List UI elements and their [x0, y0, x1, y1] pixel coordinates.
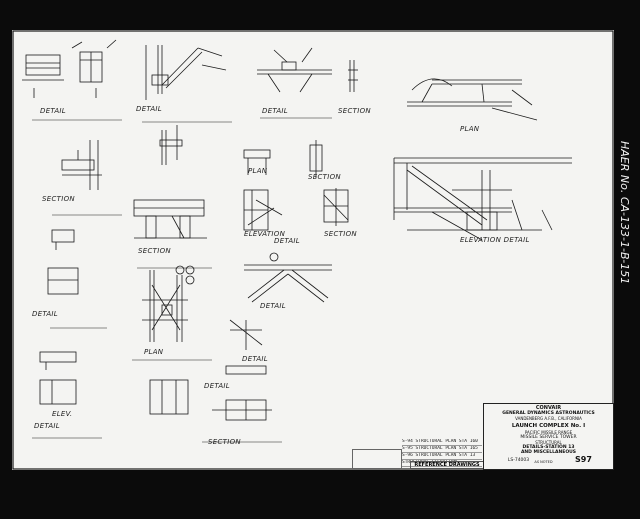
- detail-6-drawing: [229, 319, 263, 350]
- section-3-drawing: [133, 125, 207, 239]
- title-block: CONVAIR GENERAL DYNAMICS ASTRONAUTICS VA…: [483, 403, 614, 470]
- detail-2-label: DETAIL: [262, 107, 288, 115]
- project-title: LAUNCH COMPLEX No. I: [511, 423, 586, 429]
- section-b-label: SECTION: [338, 107, 371, 115]
- plan-3-label: PLAN: [144, 348, 164, 356]
- project-subtitle: PACIFIC MISSILE RANGE: [524, 430, 573, 435]
- elevation-1-drawing: [243, 149, 283, 231]
- drawing-title-1: DETAILS-STATION 13: [522, 445, 575, 450]
- company-name: GENERAL DYNAMICS ASTRONAUTICS: [502, 411, 595, 416]
- plan-3-drawing: [47, 229, 79, 295]
- detail-2-drawing: [257, 47, 332, 93]
- scale: AS NOTED: [534, 460, 553, 464]
- detail-8-label: DETAIL: [204, 382, 230, 390]
- plan-2-label: PLAN: [248, 167, 268, 175]
- detail-4-label: DETAIL: [32, 310, 58, 318]
- section-3-label: SECTION: [138, 247, 171, 255]
- detail-5-label: DETAIL: [260, 302, 286, 310]
- dimension-lines: [32, 117, 332, 443]
- drawing-linework: [12, 30, 614, 470]
- drawing-number: S97: [575, 455, 592, 464]
- detail-c-label: DETAIL: [274, 237, 300, 245]
- detail-a-label: DETAIL: [40, 107, 66, 115]
- drawing-title-2: AND MISCELLANEOUS: [520, 450, 577, 455]
- plan-1-label: PLAN: [460, 125, 480, 133]
- plan-1-drawing: [407, 78, 538, 121]
- section-2-drawing: [61, 140, 102, 190]
- elev-label: ELEV.: [52, 410, 73, 418]
- discipline: STRUCTURAL: [535, 440, 562, 445]
- section-9-label: SECTION: [208, 438, 241, 446]
- structure-name: MISSILE SERVICE TOWER: [520, 435, 577, 440]
- drawing-sheet: DETAIL DETAIL DETAIL SECTION PLAN SECTIO…: [12, 30, 614, 470]
- section-b-drawing: [348, 60, 358, 92]
- reference-row: S-95 STRUCTURAL PLAN STA 165: [402, 446, 482, 453]
- section-c-drawing: [309, 140, 349, 226]
- elevation-detail-drawing: [393, 157, 572, 241]
- detail-7-drawing: [39, 351, 77, 405]
- detail-8-drawing: [149, 365, 272, 421]
- reference-row: S-94 STRUCTURAL PLAN STA 160: [402, 439, 482, 446]
- section-c-label: SECTION: [324, 230, 357, 238]
- company-top: CONVAIR: [535, 405, 562, 411]
- detail-6-label: DETAIL: [242, 355, 268, 363]
- elevation-1-label: ELEVATION: [244, 230, 286, 238]
- master-number: LS-74003: [507, 458, 530, 463]
- detail-4-drawing: [142, 265, 195, 342]
- detail-a-drawing: [22, 39, 117, 98]
- detail-1-label: DETAIL: [136, 105, 162, 113]
- detail-5-drawing: [244, 252, 332, 303]
- section-2-label: SECTION: [42, 195, 75, 203]
- detail-7-label: DETAIL: [34, 422, 60, 430]
- detail-1-drawing: [145, 45, 227, 100]
- company-location: VANDENBERG A.F.B., CALIFORNIA: [515, 416, 582, 421]
- section-c-top-label: SECTION: [308, 173, 341, 181]
- reference-row: STRUCTURAL ELEVATIONS: [402, 460, 482, 467]
- reference-list: S-94 STRUCTURAL PLAN STA 160 S-95 STRUCT…: [402, 439, 482, 467]
- haer-number-text: HAER No. CA-133-1-B-151: [618, 141, 631, 285]
- reference-row: S-96 STRUCTURAL PLAN STA 13: [402, 453, 482, 460]
- approval-stamp: [352, 449, 402, 469]
- elevation-detail-label: ELEVATION DETAIL: [460, 236, 530, 244]
